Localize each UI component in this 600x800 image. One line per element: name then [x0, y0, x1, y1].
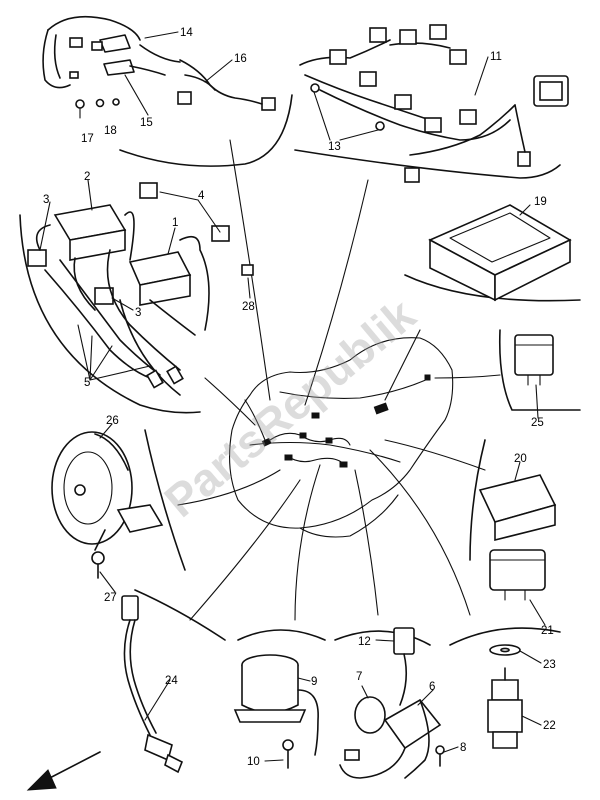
callout-10: 10: [247, 756, 260, 768]
callout-25: 25: [531, 417, 544, 429]
horn-group: [51, 431, 164, 579]
callout-23: 23: [543, 659, 556, 671]
callout-6: 6: [429, 681, 435, 693]
sensor-group: [121, 595, 184, 774]
callout-19: 19: [534, 196, 547, 208]
callout-2: 2: [84, 171, 90, 183]
callout-14: 14: [180, 27, 193, 39]
regulator-group: [478, 474, 557, 601]
switch-group-top-left: [42, 15, 276, 119]
callout-24: 24: [165, 675, 178, 687]
direction-arrow: [26, 751, 101, 791]
callout-16: 16: [234, 53, 247, 65]
frame-connectors: [244, 374, 431, 468]
callout-20: 20: [514, 453, 527, 465]
callout-8: 8: [460, 742, 466, 754]
callout-18: 18: [104, 125, 117, 137]
callout-11: 11: [490, 51, 502, 63]
callout-labels: 14 16 15 17 18 11 13 2 4 3 1 3 28 5 19 2…: [43, 27, 556, 768]
callout-21: 21: [541, 625, 554, 637]
callout-26: 26: [106, 415, 119, 427]
wire-harness-group: [299, 24, 569, 183]
ecu-group: [428, 204, 572, 386]
callout-5: 5: [84, 377, 90, 389]
frame-outline: [229, 337, 454, 538]
ignition-coil-group: [27, 182, 254, 389]
callout-13: 13: [328, 141, 341, 153]
callout-3b: 3: [135, 307, 141, 319]
callout-28: 28: [242, 301, 255, 313]
solenoid-group: [233, 654, 319, 769]
callout-7: 7: [356, 671, 362, 683]
callout-leaders: [39, 31, 546, 762]
callout-17: 17: [81, 133, 94, 145]
callout-4: 4: [198, 190, 205, 202]
callout-12: 12: [358, 636, 371, 648]
speed-sensor-group: [339, 627, 445, 779]
callout-22: 22: [543, 720, 556, 732]
callout-15: 15: [140, 117, 153, 129]
callout-27: 27: [104, 592, 117, 604]
pressure-switch-group: [487, 644, 523, 749]
callout-9: 9: [311, 676, 317, 688]
callout-3a: 3: [43, 194, 49, 206]
group-brackets: [19, 94, 581, 646]
callout-1: 1: [172, 217, 178, 229]
